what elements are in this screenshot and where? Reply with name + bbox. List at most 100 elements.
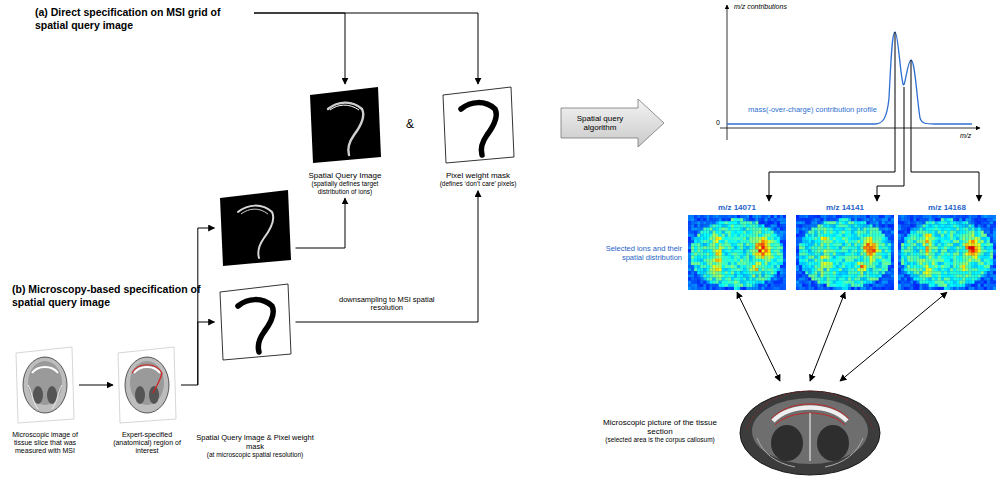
heatmap-pixel — [919, 215, 922, 218]
heatmap-pixel — [817, 259, 820, 262]
heatmap-pixel — [700, 246, 703, 249]
heatmap-pixel — [817, 215, 820, 218]
heatmap-pixel — [907, 221, 910, 224]
heatmap-pixel — [709, 225, 712, 228]
connector-line — [198, 322, 215, 385]
heatmap-pixel — [737, 275, 740, 278]
axis-text: m/z — [960, 132, 971, 140]
heatmap-pixel — [740, 240, 743, 243]
heatmap-pixel — [774, 215, 777, 218]
heatmap-pixel — [938, 228, 941, 231]
heatmap-pixel — [713, 234, 716, 237]
heatmap-pixel — [697, 215, 700, 218]
connector — [737, 292, 780, 381]
heatmap-pixel — [743, 237, 746, 240]
heatmap-pixel — [882, 259, 885, 262]
heatmap-pixel — [907, 218, 910, 221]
heatmap-pixel — [802, 215, 805, 218]
heatmap-pixel — [891, 262, 894, 265]
heatmap-pixel — [700, 231, 703, 234]
heatmap-pixel — [904, 240, 907, 243]
heatmap-pixel — [743, 275, 746, 278]
heatmap-pixel — [866, 234, 869, 237]
heatmap-pixel — [737, 265, 740, 268]
heatmap-pixel — [953, 246, 956, 249]
heatmap-pixel — [762, 287, 765, 290]
heatmap-pixel — [833, 246, 836, 249]
heatmap-pixel — [950, 228, 953, 231]
heatmap-pixel — [749, 231, 752, 234]
heatmap-pixel — [839, 265, 842, 268]
heatmap-pixel — [941, 240, 944, 243]
heatmap-pixel — [990, 231, 993, 234]
heatmap-pixel — [768, 265, 771, 268]
heatmap-pixel — [885, 281, 888, 284]
heatmap-pixel — [891, 237, 894, 240]
heatmap-pixel — [851, 250, 854, 253]
heatmap-pixel — [866, 240, 869, 243]
heatmap-pixel — [709, 231, 712, 234]
heatmap-pixel — [870, 271, 873, 274]
heatmap-pixel — [768, 215, 771, 218]
heatmap-pixel — [780, 243, 783, 246]
section-heading: (b) Microscopy-based specification of sp… — [12, 283, 212, 308]
heatmap-pixel — [758, 259, 761, 262]
heatmap-pixel — [873, 237, 876, 240]
heatmap-pixel — [758, 221, 761, 224]
heatmap-pixel — [898, 237, 901, 240]
heatmap-pixel — [731, 228, 734, 231]
heatmap-pixel — [765, 281, 768, 284]
heatmap-pixel — [891, 256, 894, 259]
heatmap-pixel — [749, 256, 752, 259]
heatmap-pixel — [749, 221, 752, 224]
heatmap-pixel — [824, 259, 827, 262]
heatmap-pixel — [697, 246, 700, 249]
heatmap-pixel — [947, 240, 950, 243]
heatmap-pixel — [916, 218, 919, 221]
heatmap-pixel — [821, 250, 824, 253]
heatmap-pixel — [755, 278, 758, 281]
heatmap-pixel — [830, 259, 833, 262]
heatmap-pixel — [796, 215, 799, 218]
heatmap-pixel — [752, 268, 755, 271]
heatmap-pixel — [821, 234, 824, 237]
heatmap-pixel — [799, 250, 802, 253]
heatmap-pixel — [827, 284, 830, 287]
heatmap-pixel — [771, 231, 774, 234]
heatmap-pixel — [873, 246, 876, 249]
heatmap-pixel — [743, 278, 746, 281]
heatmap-pixel — [749, 234, 752, 237]
heatmap-pixel — [752, 271, 755, 274]
heatmap-pixel — [870, 225, 873, 228]
heatmap-pixel — [817, 231, 820, 234]
heatmap-pixel — [947, 221, 950, 224]
heatmap-pixel — [926, 240, 929, 243]
heatmap-pixel — [697, 256, 700, 259]
heatmap-pixel — [799, 240, 802, 243]
heatmap-pixel — [888, 246, 891, 249]
heatmap-pixel — [752, 259, 755, 262]
heatmap-pixel — [808, 281, 811, 284]
heatmap-pixel — [873, 256, 876, 259]
heatmap-pixel — [941, 234, 944, 237]
heatmap-pixel — [860, 218, 863, 221]
heatmap-pixel — [833, 262, 836, 265]
heatmap-pixel — [805, 221, 808, 224]
heatmap-pixel — [796, 287, 799, 290]
heatmap-pixel — [755, 281, 758, 284]
heatmap-pixel — [719, 284, 722, 287]
heatmap-pixel — [691, 268, 694, 271]
heatmap-pixel — [830, 287, 833, 290]
heatmap-pixel — [722, 250, 725, 253]
heatmap-pixel — [716, 253, 719, 256]
heatmap-pixel — [919, 243, 922, 246]
connector-line — [911, 150, 979, 201]
heatmap-pixel — [860, 256, 863, 259]
heatmap-pixel — [842, 250, 845, 253]
heatmap-pixel — [882, 253, 885, 256]
heatmap-pixel — [783, 271, 786, 274]
graphic-part — [727, 5, 728, 140]
heatmap-pixel — [821, 246, 824, 249]
heatmap-pixel — [755, 265, 758, 268]
heatmap-pixel — [882, 234, 885, 237]
